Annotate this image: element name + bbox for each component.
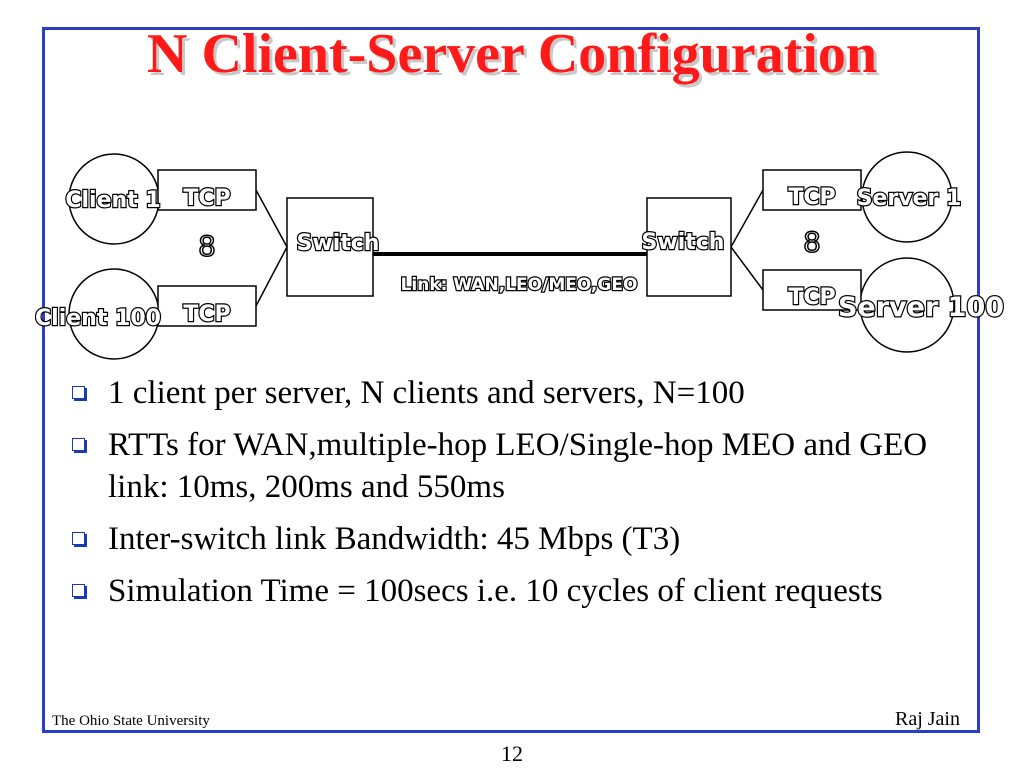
bullet-item: 1 client per server, N clients and serve…	[68, 372, 948, 414]
client-tcp-label-1: TCP	[183, 186, 230, 211]
footer-author: Raj Jain	[895, 708, 960, 730]
square-bullet-icon	[72, 438, 85, 451]
bullet-text: 1 client per server, N clients and serve…	[108, 375, 745, 411]
server-tcp-label-1: TCP	[788, 185, 835, 210]
bullet-item: Simulation Time = 100secs i.e. 10 cycles…	[68, 570, 948, 612]
bullet-text: Inter-switch link Bandwidth: 45 Mbps (T3…	[108, 521, 681, 557]
client-100-label: Client 100	[35, 306, 161, 331]
client-tcp-box-100	[157, 285, 257, 327]
client-tcp-box-1	[157, 169, 257, 211]
slide-frame	[42, 27, 980, 733]
connector-line	[730, 246, 764, 291]
connector-line	[255, 246, 288, 307]
right-switch	[646, 197, 732, 297]
server-tcp-label-100: TCP	[788, 285, 835, 310]
server-1-label: Server 1	[857, 186, 962, 211]
square-bullet-icon	[72, 532, 85, 545]
square-bullet-icon	[72, 386, 85, 399]
bullet-item: RTTs for WAN,multiple-hop LEO/Single-hop…	[68, 424, 948, 508]
link-label: Link: WAN,LEO/MEO,GEO	[401, 275, 638, 295]
bullet-item: Inter-switch link Bandwidth: 45 Mbps (T3…	[68, 518, 948, 560]
bullet-text: Simulation Time = 100secs i.e. 10 cycles…	[108, 573, 883, 609]
left-switch-label: Switch	[297, 231, 380, 256]
right-switch-label: Switch	[642, 230, 725, 255]
server-tcp-box-100	[762, 269, 862, 311]
bullet-text: RTTs for WAN,multiple-hop LEO/Single-hop…	[108, 427, 928, 505]
connector-line	[730, 189, 764, 248]
server-1-node	[861, 151, 953, 243]
client-continuation-glyph: 8	[199, 230, 216, 263]
footer-organization: The Ohio State University	[52, 713, 210, 729]
slide-title: N Client-Server Configuration	[147, 23, 877, 85]
page-number: 12	[501, 741, 523, 766]
client-tcp-label-100: TCP	[183, 302, 230, 327]
bullet-list: 1 client per server, N clients and serve…	[68, 372, 948, 622]
server-continuation-glyph: 8	[804, 226, 821, 259]
connector-line	[255, 189, 288, 248]
left-switch	[286, 197, 374, 297]
server-tcp-box-1	[762, 169, 862, 211]
server-100-label: Server 100	[838, 292, 1004, 323]
client-1-label: Client 1	[65, 188, 160, 213]
square-bullet-icon	[72, 584, 85, 597]
